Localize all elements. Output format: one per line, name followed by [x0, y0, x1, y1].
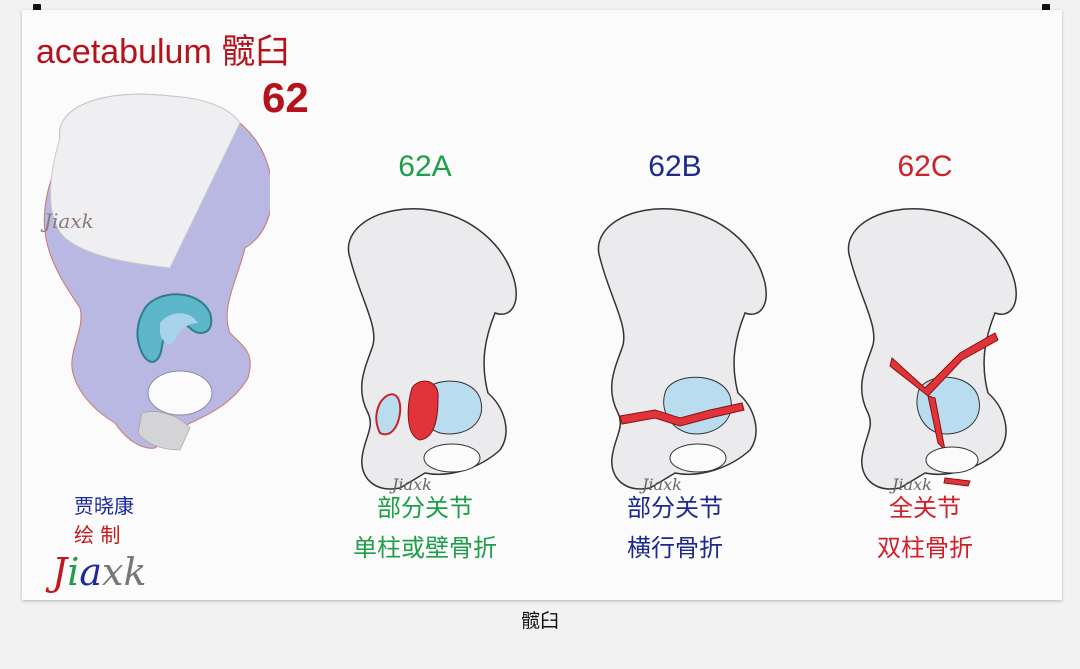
signature: 贾晓康 绘 制 Jiaxk: [52, 490, 182, 594]
class-code-62c: 62C: [820, 150, 1030, 184]
caption-62a: 部分关节 单柱或壁骨折: [305, 488, 545, 568]
acetabulum-62b: [664, 377, 732, 434]
caption-62c-line1: 全关节: [805, 488, 1045, 528]
signature-logo: Jiaxk: [52, 550, 182, 594]
caption-62a-line1: 部分关节: [305, 488, 545, 528]
poster: acetabulum 髋臼 62 Jiaxk 62A Jiaxk 62B Ji: [22, 10, 1062, 600]
hip-bone-illustration: Jiaxk: [30, 78, 270, 458]
caption-62b: 部分关节 横行骨折: [555, 488, 795, 568]
acetabulum-62c: [917, 377, 980, 434]
class-code-62b: 62B: [570, 150, 780, 184]
panel-62c: 62C Jiaxk: [820, 150, 1030, 498]
obturator-62a: [424, 444, 480, 472]
pelvis-62c-illustration: Jiaxk: [820, 188, 1030, 498]
panel-62a: 62A Jiaxk: [320, 150, 530, 498]
obturator-62c: [926, 447, 978, 473]
caption-62c-line2: 双柱骨折: [805, 528, 1045, 568]
obturator-62b: [670, 444, 726, 472]
caption-62b-line1: 部分关节: [555, 488, 795, 528]
panel-62b: 62B Jiaxk: [570, 150, 780, 498]
hip-watermark: Jiaxk: [40, 209, 94, 233]
bottom-caption: 髋臼: [0, 606, 1080, 633]
figure-title: acetabulum 髋臼: [36, 24, 289, 73]
class-code-62a: 62A: [320, 150, 530, 184]
pelvis-62b-illustration: Jiaxk: [570, 188, 780, 498]
signature-name: 贾晓康: [52, 490, 182, 519]
caption-62a-line2: 单柱或壁骨折: [305, 528, 545, 568]
caption-62c: 全关节 双柱骨折: [805, 488, 1045, 568]
pelvis-62c-outline: [848, 209, 1016, 489]
pelvis-62a-illustration: Jiaxk: [320, 188, 530, 498]
caption-62b-line2: 横行骨折: [555, 528, 795, 568]
signature-role: 绘 制: [52, 519, 182, 548]
pelvis-62a-outline: [348, 209, 516, 489]
fracture-62c-pubic: [944, 478, 970, 486]
obturator-foramen: [148, 371, 212, 415]
